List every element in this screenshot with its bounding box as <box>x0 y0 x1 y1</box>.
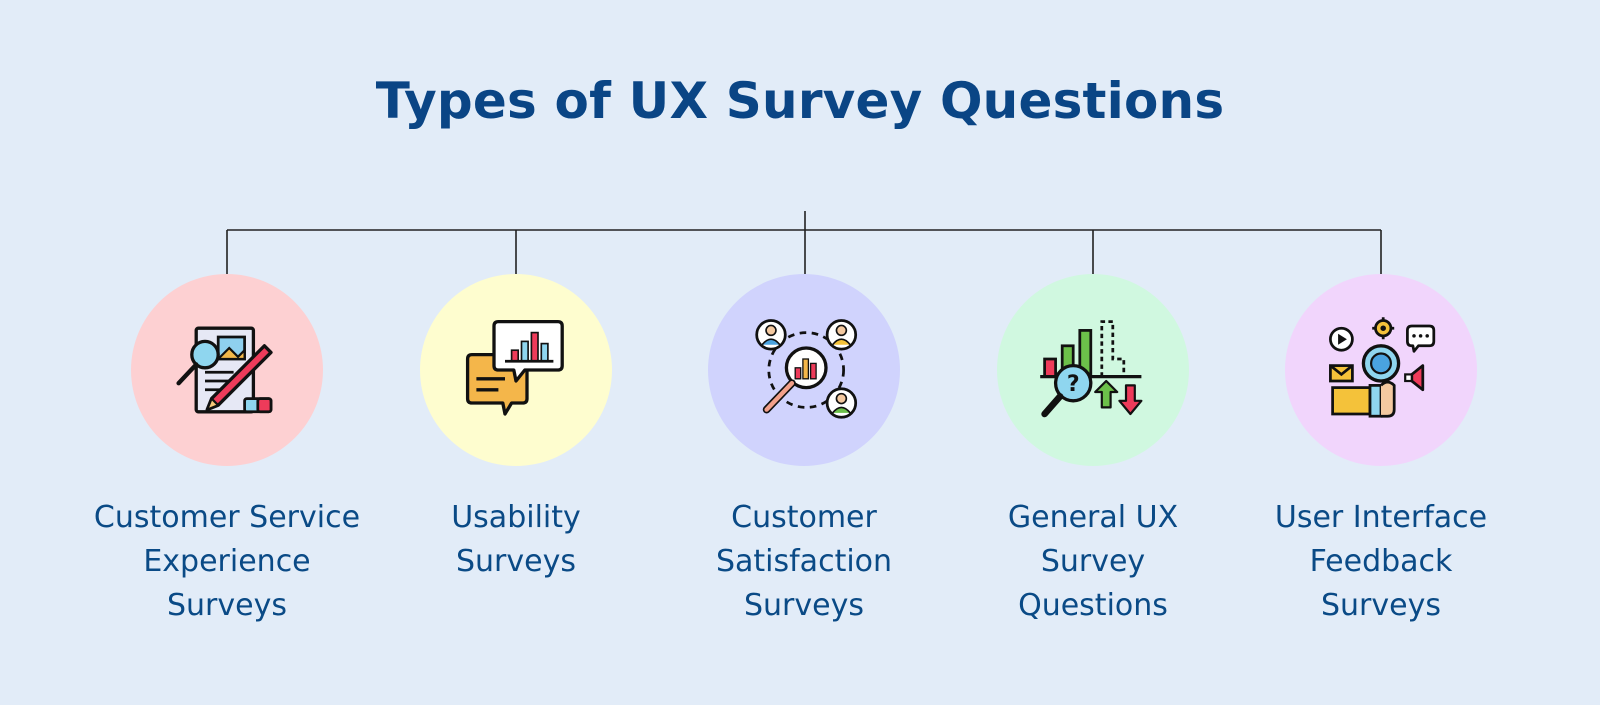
category-node-general-ux: ? <box>997 274 1189 466</box>
category-label-customer-satisfaction: Customer Satisfaction Surveys <box>715 500 893 623</box>
svg-text:?: ? <box>1067 372 1080 397</box>
category-node-ui-feedback <box>1285 274 1477 466</box>
category-label-general-ux: General UX Survey Questions <box>1007 500 1179 623</box>
category-label-usability: Usability Surveys <box>451 500 581 579</box>
feedback-hub-icon <box>1329 317 1436 418</box>
diagram-title: Types of UX Survey Questions <box>375 72 1225 130</box>
chart-question-magnifier-icon: ? <box>1040 320 1143 418</box>
category-node-customer-satisfaction <box>708 274 900 466</box>
users-magnifier-chart-icon <box>755 319 858 419</box>
category-label-ui-feedback: User Interface Feedback Surveys <box>1274 500 1488 623</box>
chat-bar-chart-icon <box>465 319 564 416</box>
category-node-customer-service <box>131 274 323 466</box>
document-magnifier-pencil-icon <box>176 326 273 414</box>
category-node-usability <box>420 274 612 466</box>
category-label-customer-service: Customer Service Experience Surveys <box>93 500 361 623</box>
